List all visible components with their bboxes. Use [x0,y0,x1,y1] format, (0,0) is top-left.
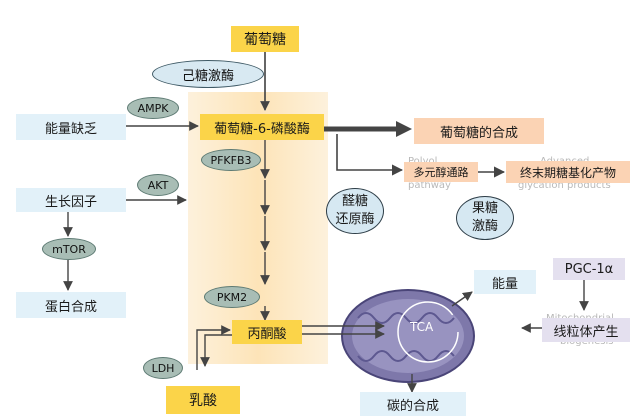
enzyme-ldh: LDH [143,357,183,379]
arrowhead-glucose-synthesis [396,121,412,137]
node-carbon-synthesis: 碳的合成 [360,392,466,416]
node-energy: 能量 [474,270,536,294]
enzyme-pkm2: PKM2 [204,286,260,308]
node-pyruvate: 丙酮酸 [232,320,302,344]
arrow-tca-energy [451,291,473,307]
enzyme-ampk: AMPK [127,97,179,119]
enzyme-pfkfb3: PFKFB3 [201,149,261,171]
ghost-text-glycation: glycation products [518,180,611,191]
node-glucose: 葡萄糖 [231,26,299,52]
ghost-text-pathway: pathway [408,180,451,191]
node-protein-synthesis: 蛋白合成 [16,292,126,318]
arrow-pyruvate-lactate [200,334,232,367]
node-polyol-pathway: 多元醇通路 [404,162,478,182]
node-energy-deficit: 能量缺乏 [16,114,126,140]
enzyme-fructokinase: 果糖 激酶 [456,196,514,240]
node-mito-biogenesis: 线粒体产生 [542,318,630,342]
node-growth-factor: 生长因子 [16,188,126,212]
node-lactate: 乳酸 [166,386,240,414]
node-pgc1a: PGC-1α [553,258,625,280]
enzyme-hexokinase: 己糖激酶 [152,60,264,88]
node-glucose-synthesis: 葡萄糖的合成 [414,118,544,144]
enzyme-aldose-reductase: 醛糖 还原酶 [326,188,384,234]
arrow-g6p-polyol [336,134,404,176]
arrow-lactate-pyruvate [196,325,231,370]
node-mtor: mTOR [42,238,96,260]
mitochondrion [341,289,475,383]
enzyme-akt: AKT [137,174,179,196]
ghost-text-polyol: Polyol [408,156,437,167]
label-tca: TCA [410,320,434,334]
node-ages: 终末期糖基化产物 [506,161,630,183]
node-g6p: 葡萄糖-6-磷酸酶 [200,114,324,140]
